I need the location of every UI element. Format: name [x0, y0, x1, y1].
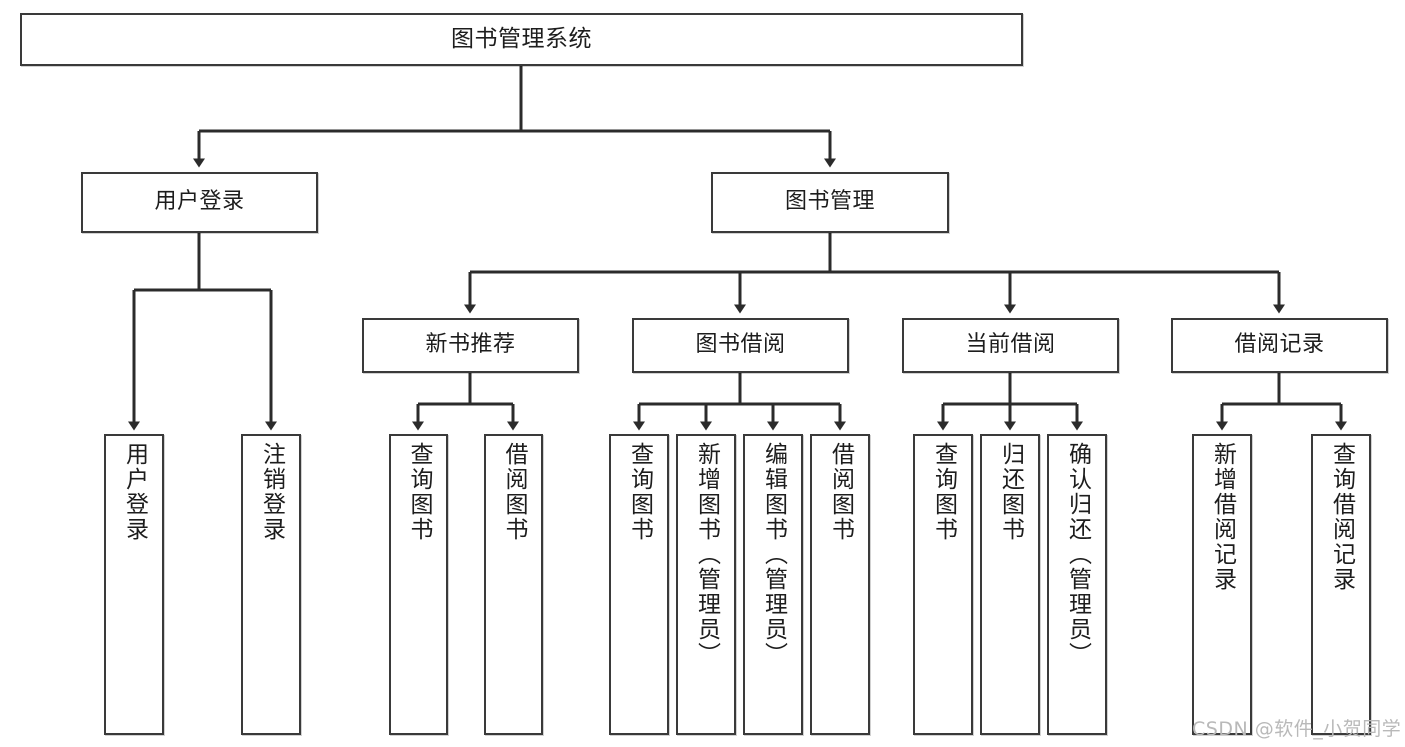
leaf-user-login-signout[interactable]: 注销登录: [241, 434, 301, 735]
leaf-record-add-record[interactable]: 新增借阅记录: [1192, 434, 1252, 735]
leaf-borrow-borrow-book[interactable]: 借阅图书: [810, 434, 870, 735]
node-label: 查询图书: [406, 442, 432, 542]
node-book-management[interactable]: 图书管理: [711, 172, 949, 233]
node-root-system[interactable]: 图书管理系统: [20, 13, 1023, 66]
leaf-current-confirm-return-admin[interactable]: 确认归还（管理员）: [1047, 434, 1107, 735]
leaf-borrow-edit-book-admin[interactable]: 编辑图书（管理员）: [743, 434, 803, 735]
node-label: 归还图书: [997, 442, 1024, 542]
csdn-watermark: CSDN @软件_小贺同学: [1192, 718, 1402, 740]
node-label: 图书借阅: [695, 332, 786, 358]
node-label: 查询图书: [930, 442, 957, 542]
leaf-user-login-signin[interactable]: 用户登录: [104, 434, 164, 735]
node-current-borrow[interactable]: 当前借阅: [902, 318, 1119, 373]
node-label: 查询借阅记录: [1328, 442, 1355, 592]
node-borrow-record[interactable]: 借阅记录: [1171, 318, 1388, 373]
leaf-current-return-book[interactable]: 归还图书: [980, 434, 1040, 735]
leaf-recommend-query-book[interactable]: 查询图书: [389, 434, 448, 735]
node-label: 用户登录: [121, 442, 148, 542]
node-label: 编辑图书（管理员）: [760, 442, 787, 667]
leaf-borrow-query-book[interactable]: 查询图书: [609, 434, 669, 735]
node-label: 查询图书: [626, 442, 653, 542]
node-label: 注销登录: [258, 442, 285, 542]
leaf-recommend-borrow-book[interactable]: 借阅图书: [484, 434, 543, 735]
node-label: 借阅图书: [501, 442, 527, 542]
leaf-borrow-add-book-admin[interactable]: 新增图书（管理员）: [676, 434, 736, 735]
leaf-record-query-record[interactable]: 查询借阅记录: [1311, 434, 1371, 735]
node-book-borrow[interactable]: 图书借阅: [632, 318, 849, 373]
leaf-current-query-book[interactable]: 查询图书: [913, 434, 973, 735]
node-label: 当前借阅: [965, 332, 1056, 358]
node-label: 图书管理: [784, 189, 875, 215]
node-label: 用户登录: [154, 189, 245, 215]
node-label: 新增图书（管理员）: [693, 442, 720, 667]
node-label: 借阅记录: [1234, 332, 1325, 358]
node-label: 借阅图书: [827, 442, 854, 542]
node-label: 图书管理系统: [451, 25, 592, 52]
node-label: 新书推荐: [425, 332, 516, 358]
node-label: 确认归还（管理员）: [1064, 442, 1091, 667]
node-label: 新增借阅记录: [1209, 442, 1236, 592]
node-new-book-recommend[interactable]: 新书推荐: [362, 318, 579, 373]
node-user-login[interactable]: 用户登录: [81, 172, 318, 233]
